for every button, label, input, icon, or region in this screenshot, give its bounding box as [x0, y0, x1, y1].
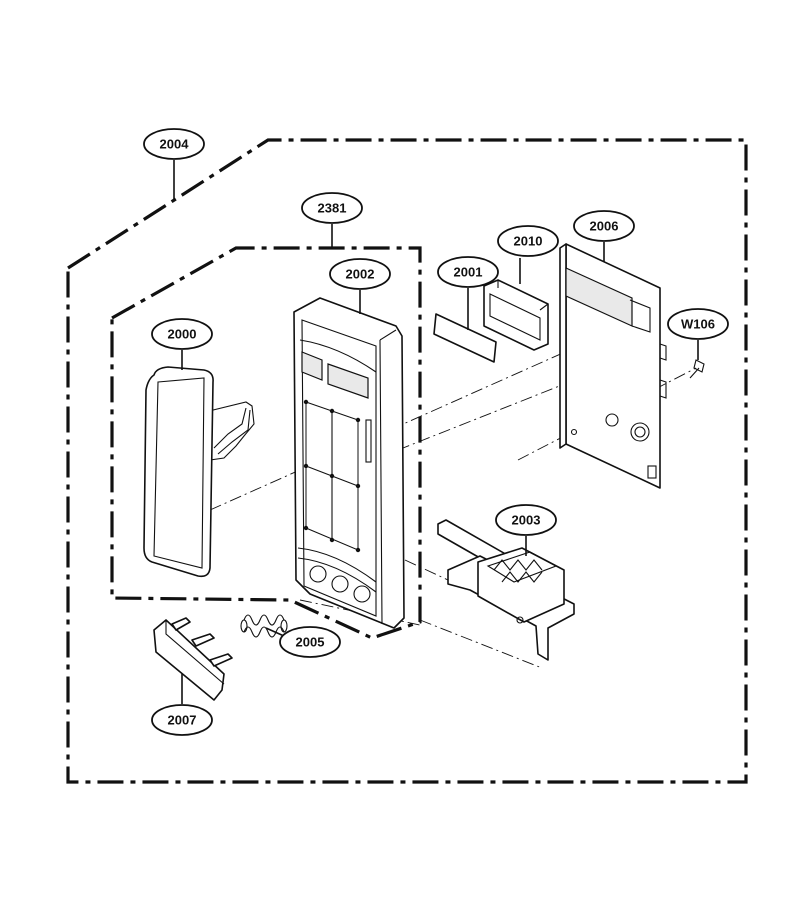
- part-2010-window-frame: [483, 279, 549, 351]
- part-2007-push-button: [153, 617, 233, 701]
- svg-text:2381: 2381: [318, 201, 347, 216]
- callout-2007: 2007: [151, 704, 213, 736]
- svg-text:2003: 2003: [512, 513, 541, 528]
- outer-assembly-boundary: [66, 138, 748, 784]
- callout-2003: 2003: [495, 504, 557, 536]
- callout-2000: 2000: [151, 318, 213, 350]
- part-W106-screw: [689, 359, 705, 379]
- part-2001-window-plate: [433, 313, 497, 363]
- part-2006-circuit-board: [559, 243, 667, 489]
- svg-text:2004: 2004: [160, 137, 190, 152]
- inner-assembly-boundary: [110, 246, 422, 640]
- part-2000-membrane-panel: [143, 366, 255, 578]
- callout-2001: 2001: [437, 256, 499, 288]
- part-2005-spring: [240, 614, 288, 638]
- svg-text:2010: 2010: [514, 234, 543, 249]
- keypad-nodes: [303, 399, 361, 553]
- svg-text:2006: 2006: [590, 219, 619, 234]
- callout-2005: 2005: [279, 626, 341, 658]
- callout-W106: W106: [667, 308, 729, 340]
- callout-2010: 2010: [497, 225, 559, 257]
- leader-lines: [173, 160, 699, 704]
- callout-2381: 2381: [301, 192, 363, 224]
- callout-2006: 2006: [573, 210, 635, 242]
- callout-2004: 2004: [143, 128, 205, 160]
- svg-text:2002: 2002: [346, 267, 375, 282]
- callout-2002: 2002: [329, 258, 391, 290]
- svg-text:2000: 2000: [168, 327, 197, 342]
- part-2003-latch-assembly: [437, 519, 575, 661]
- svg-text:2001: 2001: [454, 265, 483, 280]
- part-2002-control-panel: [293, 297, 405, 629]
- svg-text:2005: 2005: [296, 635, 325, 650]
- svg-text:2007: 2007: [168, 713, 197, 728]
- svg-text:W106: W106: [681, 317, 715, 332]
